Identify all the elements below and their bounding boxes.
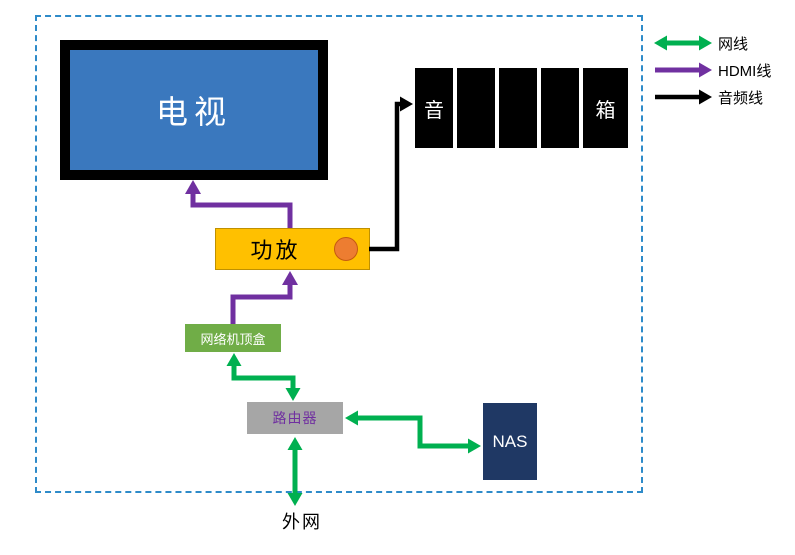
speaker-left-label: 音 <box>424 99 444 122</box>
legend-item-ethernet: 网线 <box>718 34 794 53</box>
speaker-right: 箱 <box>583 68 628 148</box>
router-label: 路由器 <box>272 410 318 426</box>
settop-label: 网络机顶盒 <box>200 331 266 347</box>
speaker-4 <box>541 68 579 148</box>
nas-box: NAS <box>483 403 537 480</box>
legend-ethernet-arrowhead-right <box>699 35 712 51</box>
speaker-2 <box>457 68 495 148</box>
amplifier-label: 功放 <box>250 238 301 263</box>
settop-box: 网络机顶盒 <box>185 324 281 352</box>
speaker-array: 音 箱 <box>415 68 628 148</box>
speaker-left: 音 <box>415 68 453 148</box>
diagram-boundary <box>35 15 643 493</box>
nas-label: NAS <box>492 431 528 451</box>
amplifier-box: 功放 <box>215 228 370 270</box>
tv-label: 电视 <box>155 94 232 130</box>
amplifier-knob-icon <box>334 237 358 261</box>
legend-ethernet-arrowhead-left <box>654 35 667 51</box>
legend-audio-label: 音频线 <box>718 89 764 107</box>
legend-item-hdmi: HDMI线 <box>718 61 794 80</box>
ethernet-arrowhead-external <box>287 493 303 506</box>
speaker-right-label: 箱 <box>595 99 616 122</box>
router-box: 路由器 <box>247 402 343 434</box>
legend-audio-arrowhead <box>699 89 712 105</box>
speaker-3 <box>499 68 537 148</box>
external-network-label: 外网 <box>262 508 342 534</box>
legend-hdmi-label: HDMI线 <box>718 62 772 80</box>
legend-item-audio: 音频线 <box>718 88 794 107</box>
legend-ethernet-label: 网线 <box>718 35 749 53</box>
tv-box: 电视 <box>60 40 328 180</box>
external-network-text: 外网 <box>282 512 322 532</box>
legend-hdmi-arrowhead <box>699 62 712 78</box>
